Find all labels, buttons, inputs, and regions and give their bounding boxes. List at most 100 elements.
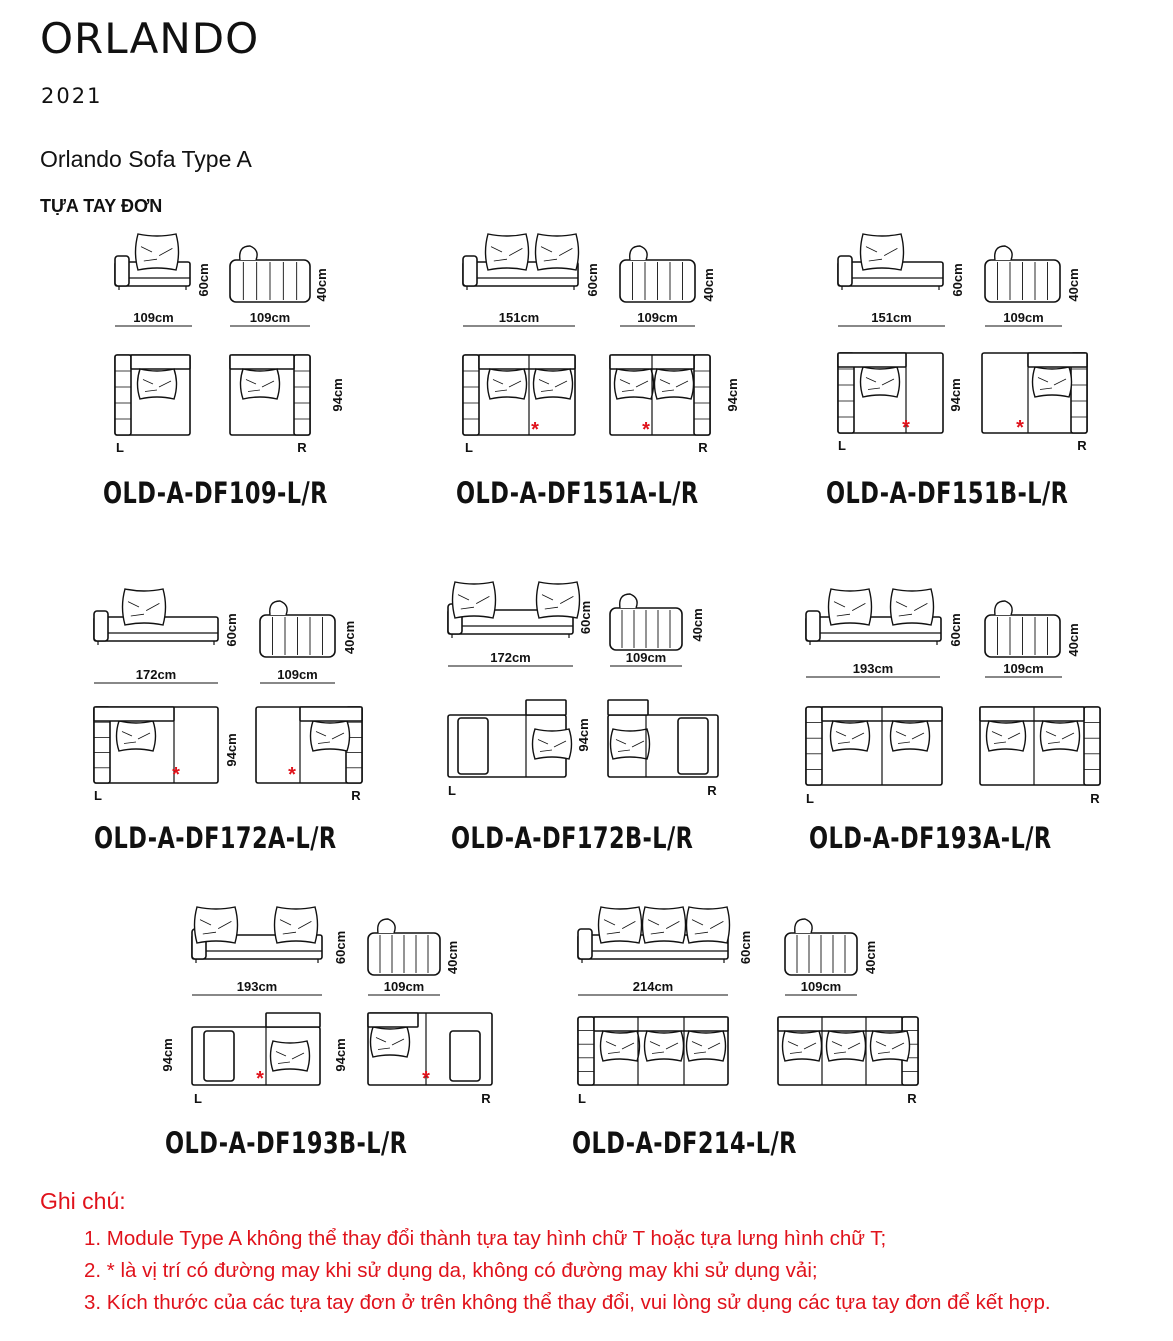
cushion-crease	[895, 731, 925, 744]
cushion-crease	[831, 1041, 861, 1054]
armrest	[805, 610, 821, 642]
dimension-label: 40cm	[1066, 268, 1081, 301]
dimension-label: 94cm	[160, 1038, 175, 1071]
headrest	[994, 600, 1013, 616]
cushion-crease	[492, 379, 522, 392]
dimension-label: 60cm	[333, 931, 348, 964]
armrest	[577, 928, 593, 960]
product-code: OLD-A-DF193B-L/R	[165, 1126, 408, 1160]
left-mark: L	[806, 791, 814, 806]
chaise-pillow	[457, 717, 489, 775]
note-item: 1. Module Type A không thể thay đổi thàn…	[84, 1227, 887, 1250]
cushion-crease	[140, 246, 173, 262]
chaise-pillow	[203, 1030, 235, 1082]
dimension-label: 40cm	[690, 608, 705, 641]
dimension-label: 40cm	[314, 268, 329, 301]
cushion-crease	[1037, 377, 1067, 390]
stitch-mark: *	[422, 1068, 430, 1090]
cushion-shape	[486, 368, 528, 400]
right-mark: R	[698, 440, 708, 455]
cushion-crease	[279, 919, 312, 935]
dimension-label: 94cm	[224, 733, 239, 766]
dimension-label: 214cm	[633, 979, 673, 994]
dimension-label: 109cm	[384, 979, 424, 994]
dimension-label: 193cm	[237, 979, 277, 994]
stitch-mark: *	[531, 419, 539, 441]
cushion-crease	[605, 1041, 635, 1054]
dimension-label: 94cm	[333, 1038, 348, 1071]
plan-arm	[462, 354, 480, 436]
cushion-crease	[1045, 731, 1075, 744]
armrest	[93, 610, 109, 642]
plan-back	[478, 354, 576, 370]
cushion-crease	[315, 731, 345, 744]
product-code: OLD-A-DF193A-L/R	[809, 821, 1052, 855]
dimension-label: 60cm	[585, 263, 600, 296]
armrest	[837, 255, 853, 287]
left-mark: L	[578, 1091, 586, 1106]
cushion-crease	[541, 594, 574, 610]
cushion-shape	[889, 720, 931, 752]
product-subtitle: Orlando Sofa Type A	[40, 146, 252, 172]
cushion-shape	[597, 906, 643, 944]
cushion-shape	[369, 1026, 411, 1058]
dimension-label: 109cm	[250, 310, 290, 325]
plan-arm	[577, 1016, 595, 1086]
headrest	[994, 245, 1013, 261]
cushion-shape	[869, 1030, 911, 1062]
cushion-crease	[603, 919, 636, 935]
cushion-crease	[991, 731, 1021, 744]
cushion-shape	[136, 368, 178, 400]
left-mark: L	[448, 783, 456, 798]
cushion-crease	[865, 377, 895, 390]
left-mark: L	[116, 440, 124, 455]
plan-back	[837, 352, 907, 368]
cushion-shape	[239, 368, 281, 400]
cushion-crease	[375, 1037, 405, 1050]
dimension-label: 40cm	[445, 941, 460, 974]
cushion-crease	[659, 379, 689, 392]
cushion-crease	[865, 246, 898, 262]
right-mark: R	[351, 788, 361, 803]
plan-back	[265, 1012, 321, 1028]
cushion-shape	[1031, 366, 1073, 398]
dimension-label: 60cm	[738, 931, 753, 964]
cushion-crease	[619, 379, 649, 392]
plan-arm	[693, 354, 711, 436]
plan-back	[1027, 352, 1088, 368]
section-heading: TỰA TAY ĐƠN	[40, 196, 163, 216]
dimension-label: 109cm	[801, 979, 841, 994]
dimension-label: 60cm	[950, 263, 965, 296]
product-code: OLD-A-DF172A-L/R	[94, 821, 337, 855]
plan-arm	[293, 354, 311, 436]
cushion-shape	[889, 588, 935, 626]
dimension-label: 40cm	[863, 941, 878, 974]
headrest	[794, 918, 813, 934]
cushion-crease	[835, 731, 865, 744]
cushion-crease	[649, 1041, 679, 1054]
stitch-mark: *	[288, 764, 296, 786]
dimension-label: 94cm	[330, 378, 345, 411]
cushion-shape	[451, 581, 497, 619]
cushion-shape	[985, 720, 1027, 752]
plan-back	[593, 1016, 729, 1032]
plan-back	[299, 706, 363, 722]
plan-arm	[805, 706, 823, 786]
cushion-shape	[273, 906, 319, 944]
dimension-label: 172cm	[490, 650, 530, 665]
cushion-shape	[599, 1030, 641, 1062]
cushion-crease	[540, 246, 573, 262]
dimension-label: 151cm	[499, 310, 539, 325]
plan-arm	[1083, 706, 1101, 786]
product-code: OLD-A-DF109-L/R	[103, 476, 328, 510]
cushion-shape	[484, 233, 530, 271]
cushion-shape	[781, 1030, 823, 1062]
cushion-crease	[538, 379, 568, 392]
plan-back	[367, 1012, 419, 1028]
right-mark: R	[297, 440, 307, 455]
cushion-crease	[142, 379, 172, 392]
